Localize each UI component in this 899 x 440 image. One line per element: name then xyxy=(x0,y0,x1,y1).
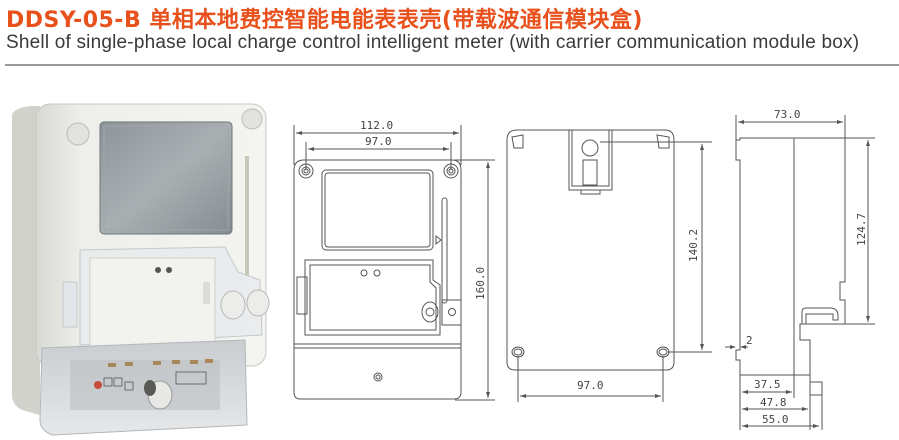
page-title-english: Shell of single-phase local charge contr… xyxy=(6,32,860,53)
dim-side-depth-total: 73.0 xyxy=(774,108,801,121)
dim-front-width-total: 112.0 xyxy=(360,119,393,132)
dim-back-height-holes: 140.2 xyxy=(687,229,700,262)
page-title-chinese: DDSY-05-B 单相本地费控智能电能表表壳(带载波通信模块盒) xyxy=(6,8,643,33)
dim-back-width-holes: 97.0 xyxy=(577,379,604,392)
header-divider xyxy=(5,64,899,66)
dim-front-width-holes: 97.0 xyxy=(365,135,392,148)
side-view-drawing: 73.0 124.7 2 37.5 47.8 55.0 xyxy=(725,108,875,430)
dim-side-depth-2: 47.8 xyxy=(760,396,787,409)
dim-side-depth-1: 37.5 xyxy=(754,378,781,391)
dim-front-height: 160.0 xyxy=(474,267,487,300)
dim-side-lip: 2 xyxy=(746,334,753,347)
back-view-drawing: 140.2 97.0 xyxy=(506,129,712,402)
front-view-drawing: 112.0 97.0 160.0 xyxy=(293,119,495,401)
dim-side-depth-3: 55.0 xyxy=(762,413,789,426)
dim-side-height: 124.7 xyxy=(855,213,868,246)
product-photo xyxy=(12,103,270,436)
